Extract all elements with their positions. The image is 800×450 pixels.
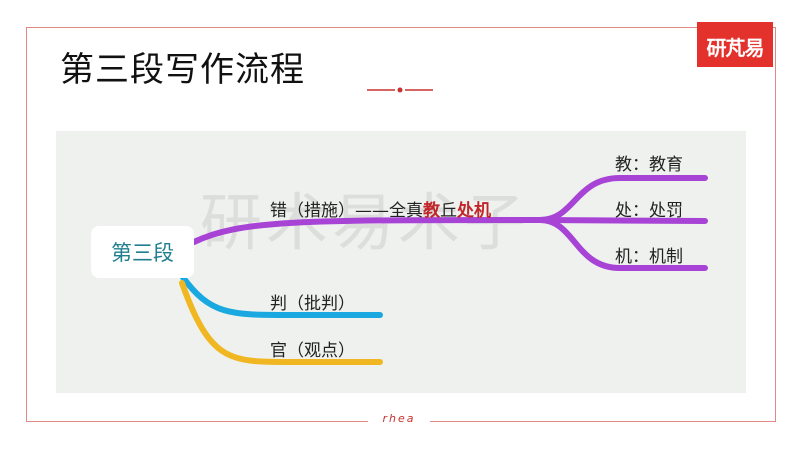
branch-line-measures: [191, 217, 543, 245]
root-node-label: 第三段: [111, 241, 174, 265]
branch-line-mechanism: [537, 217, 708, 271]
branch-node-viewpoint: 官（观点）: [270, 341, 355, 361]
child-node-mechanism: 机：机制: [615, 247, 683, 267]
title-ornament: [367, 87, 433, 93]
child-node-education: 教：教育: [615, 155, 683, 175]
branch-line-viewpoint: [179, 280, 383, 365]
measures-highlight-teach: 教: [423, 201, 440, 221]
branch-node-measures: 错（措施）——全真教丘处机: [270, 196, 491, 221]
branch-line-critique: [179, 273, 383, 318]
measures-label-prefix: 错（措施）——全真: [270, 201, 423, 221]
brand-logo: 研芃易: [697, 22, 773, 67]
branch-line-punishment: [537, 217, 708, 224]
measures-label-mid: 丘: [440, 201, 457, 221]
measures-highlight-chuji: 处机: [457, 201, 491, 221]
root-node: 第三段: [91, 226, 194, 278]
logo-text: 研芃易: [706, 36, 765, 60]
slide-title: 第三段写作流程: [60, 50, 305, 90]
child-node-punishment: 处：处罚: [615, 201, 683, 221]
footer-signature: rhea: [368, 412, 430, 425]
branch-node-critique: 判（批判）: [270, 294, 355, 314]
